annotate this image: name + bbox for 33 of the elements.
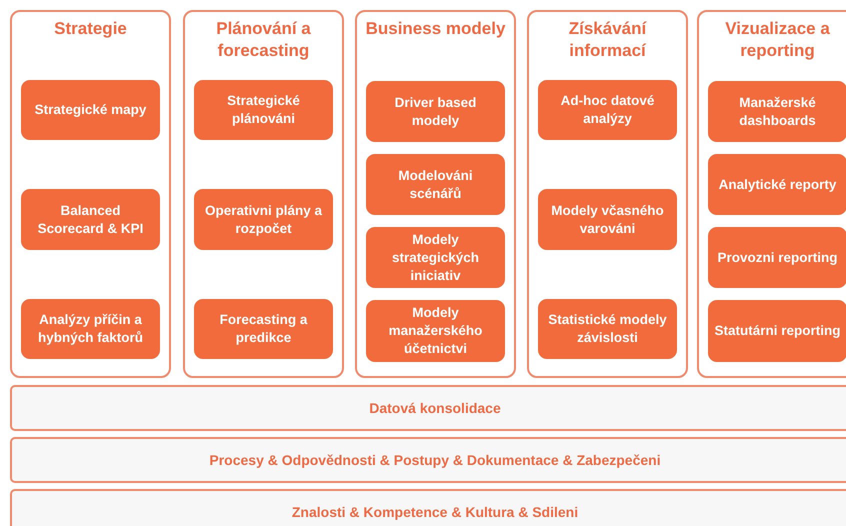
- layer-band: [10, 385, 846, 431]
- column-heading: Plánování a forecasting: [215, 18, 312, 62]
- column-panel: [527, 10, 688, 378]
- layer-label: Znalosti & Kompetence & Kultura & Sdileni: [292, 504, 578, 520]
- layer-label: Procesy & Odpovědnosti & Postupy & Dokumentace & Zabezpečeni: [209, 452, 661, 468]
- item-box: Strategické plánováni: [194, 80, 333, 140]
- item-box: Statutárni reporting: [708, 300, 846, 362]
- layer-label: Datová konsolidace: [369, 400, 501, 416]
- column-panel: [183, 10, 344, 378]
- item-box: Statistické modely závislosti: [538, 299, 677, 359]
- item-box: Strategické mapy: [21, 80, 160, 140]
- item-box: Modely včasného varováni: [538, 189, 677, 250]
- item-box: Driver based modely: [366, 81, 505, 142]
- item-box: Forecasting a predikce: [194, 299, 333, 359]
- item-box: Provozni reporting: [708, 227, 846, 288]
- layer-band: [10, 437, 846, 483]
- column-heading: Získávání informací: [568, 18, 648, 62]
- column-heading: Vizualizace a reporting: [724, 18, 831, 62]
- item-box: Modely manažerského účetnictvi: [366, 300, 505, 362]
- item-box: Balanced Scorecard & KPI: [21, 189, 160, 250]
- column-panel: [355, 10, 516, 378]
- item-box: Modelováni scénářů: [366, 154, 505, 215]
- item-box: Analytické reporty: [708, 154, 846, 215]
- layer-band: [10, 489, 846, 526]
- item-box: Ad-hoc datové analýzy: [538, 80, 677, 140]
- column-panel: [10, 10, 171, 378]
- item-box: Manažerské dashboards: [708, 81, 846, 142]
- item-box: Modely strategických iniciativ: [366, 227, 505, 288]
- item-box: Analýzy příčin a hybných faktorů: [21, 299, 160, 359]
- column-heading: Strategie: [53, 18, 128, 40]
- item-box: Operativni plány a rozpočet: [194, 189, 333, 250]
- column-heading: Business modely: [364, 18, 506, 40]
- column-panel: [697, 10, 846, 378]
